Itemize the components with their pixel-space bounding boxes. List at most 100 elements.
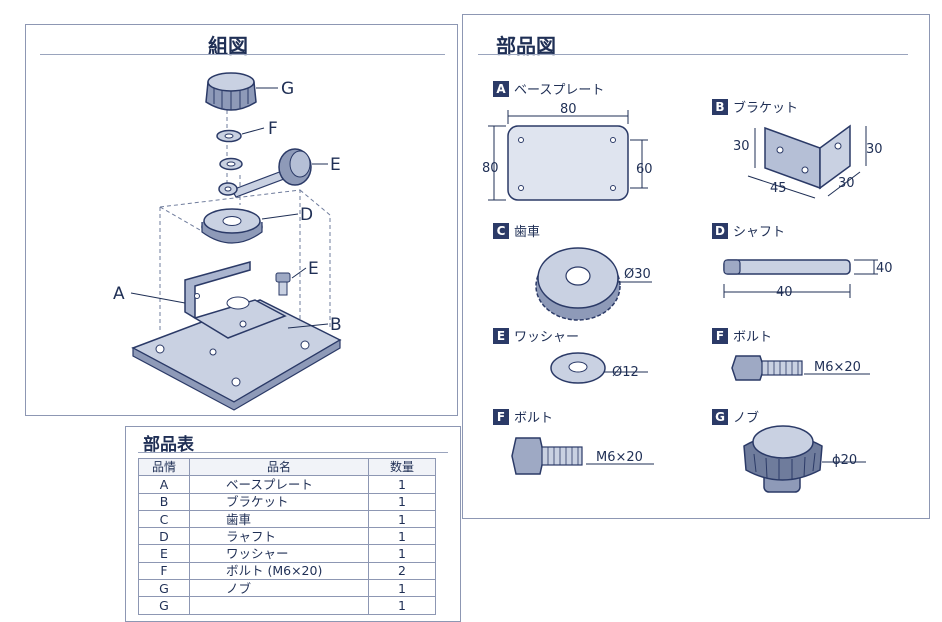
table-row: D ラャフト 1 [138, 527, 436, 546]
part-b-header: B ブラケット [712, 97, 798, 116]
part-a-drawing [488, 110, 648, 201]
bom-header-row: 品情 品名 数量 [138, 457, 436, 477]
bom-cell-id: G [138, 579, 190, 598]
part-a-header: A ベースプレート [493, 79, 604, 98]
part-c-drawing [535, 247, 652, 321]
label-g: G [281, 79, 294, 99]
part-c-name: 歯車 [514, 225, 541, 240]
table-row: E ワッシャー 1 [138, 544, 436, 563]
part-g-header: G ノブ [712, 407, 759, 426]
bom-cell-qty: 1 [368, 492, 436, 511]
part-b-drawing [747, 124, 867, 199]
bom-cell-qty: 1 [368, 596, 436, 615]
bom-cell-qty: 1 [368, 509, 436, 529]
label-b: B [330, 315, 342, 335]
bom-cell-name [189, 596, 369, 615]
part-a-name: ベースプレート [514, 83, 605, 98]
table-row: G 1 [138, 596, 436, 615]
assembly-leader-lines [130, 87, 329, 329]
label-a: A [113, 284, 125, 304]
table-row: B ブラケット 1 [138, 492, 436, 511]
part-e-name: ワッシャー [514, 330, 580, 345]
bom-cell-name: ラャフト [189, 527, 369, 546]
part-e-dim: Ø12 [612, 365, 639, 380]
part-b-dim-left: 30 [733, 139, 750, 154]
part-a-badge: A [493, 80, 509, 97]
part-d-dim-right: 40 [876, 261, 893, 276]
part-g-dim: ϕ20 [832, 453, 857, 468]
part-b-dim-bottom-left: 45 [770, 181, 787, 196]
part-b-dim-right: 30 [866, 142, 883, 157]
part-d-name: シャフト [733, 225, 786, 240]
bom-cell-name: ワッシャー [189, 544, 369, 563]
bom-cell-name: 歯車 [189, 509, 369, 529]
bom-cell-name: ブラケット [189, 492, 369, 511]
table-row: G ノブ 1 [138, 579, 436, 598]
bom-cell-id: B [138, 492, 190, 511]
bom-cell-id: G [138, 596, 190, 615]
label-e-top: E [330, 155, 341, 175]
part-a-dim-left: 80 [482, 161, 499, 176]
bom-cell-id: F [138, 561, 190, 581]
part-f1-header: F ボルト [712, 326, 772, 345]
bom-table: 品情 品名 数量 A ベースプレート 1 B ブラケット 1 C 歯車 1 D … [138, 457, 436, 615]
knob-drawing [205, 72, 257, 111]
bom-cell-qty: 1 [368, 527, 436, 546]
part-e-header: E ワッシャー [493, 326, 579, 345]
parts-panel [462, 14, 930, 519]
part-f1-badge: F [712, 327, 728, 344]
bracket-drawing [184, 261, 287, 339]
bom-header-qty: 数量 [368, 457, 436, 477]
bom-title-rule [138, 452, 448, 453]
bom-cell-id: E [138, 544, 190, 563]
bom-cell-qty: 2 [368, 561, 436, 581]
bom-cell-name: ベースプレート [189, 475, 369, 494]
bom-cell-id: C [138, 509, 190, 529]
part-a-dim-right: 60 [636, 162, 653, 177]
part-d-badge: D [712, 222, 728, 239]
small-bolt-drawing [275, 272, 291, 296]
part-f2-badge: F [493, 408, 509, 425]
part-b-name: ブラケット [733, 101, 799, 116]
part-g-badge: G [712, 408, 728, 425]
bom-cell-name: ノブ [189, 579, 369, 598]
part-a-dim-top: 80 [560, 102, 577, 117]
table-row: A ベースプレート 1 [138, 475, 436, 494]
part-g-drawing [743, 425, 866, 493]
part-d-header: D シャフト [712, 221, 785, 240]
part-d-dim-bottom: 40 [776, 285, 793, 300]
part-f2-dim: M6×20 [596, 450, 643, 465]
part-f1-name: ボルト [733, 330, 773, 345]
part-c-dim: Ø30 [624, 267, 651, 282]
bom-cell-id: A [138, 475, 190, 494]
part-b-dim-bottom-right: 30 [838, 176, 855, 191]
part-f1-drawing [731, 355, 870, 381]
part-f2-header: F ボルト [493, 407, 553, 426]
part-c-badge: C [493, 222, 509, 239]
bom-cell-name: ボルト (M6×20) [189, 561, 369, 581]
bom-cell-id: D [138, 527, 190, 546]
shaft-drawing [218, 148, 312, 198]
bom-cell-qty: 1 [368, 475, 436, 494]
part-f1-dim: M6×20 [814, 360, 861, 375]
part-e-badge: E [493, 327, 509, 344]
label-f: F [268, 119, 278, 139]
part-g-name: ノブ [733, 411, 760, 426]
label-d: D [300, 205, 313, 225]
part-f2-drawing [511, 437, 654, 475]
label-e-side: E [308, 259, 319, 279]
part-b-badge: B [712, 98, 728, 115]
bom-cell-qty: 1 [368, 579, 436, 598]
table-row: F ボルト (M6×20) 2 [138, 561, 436, 581]
part-e-drawing [550, 352, 648, 384]
parts-title-rule [478, 54, 908, 55]
part-d-drawing [723, 259, 878, 298]
gear-drawing [201, 208, 263, 244]
bom-title: 部品表 [143, 435, 194, 455]
bom-header-name: 品名 [189, 457, 369, 477]
bom-header-id: 品情 [138, 457, 190, 477]
part-c-header: C 歯車 [493, 221, 540, 240]
assembly-title-rule [40, 54, 445, 55]
